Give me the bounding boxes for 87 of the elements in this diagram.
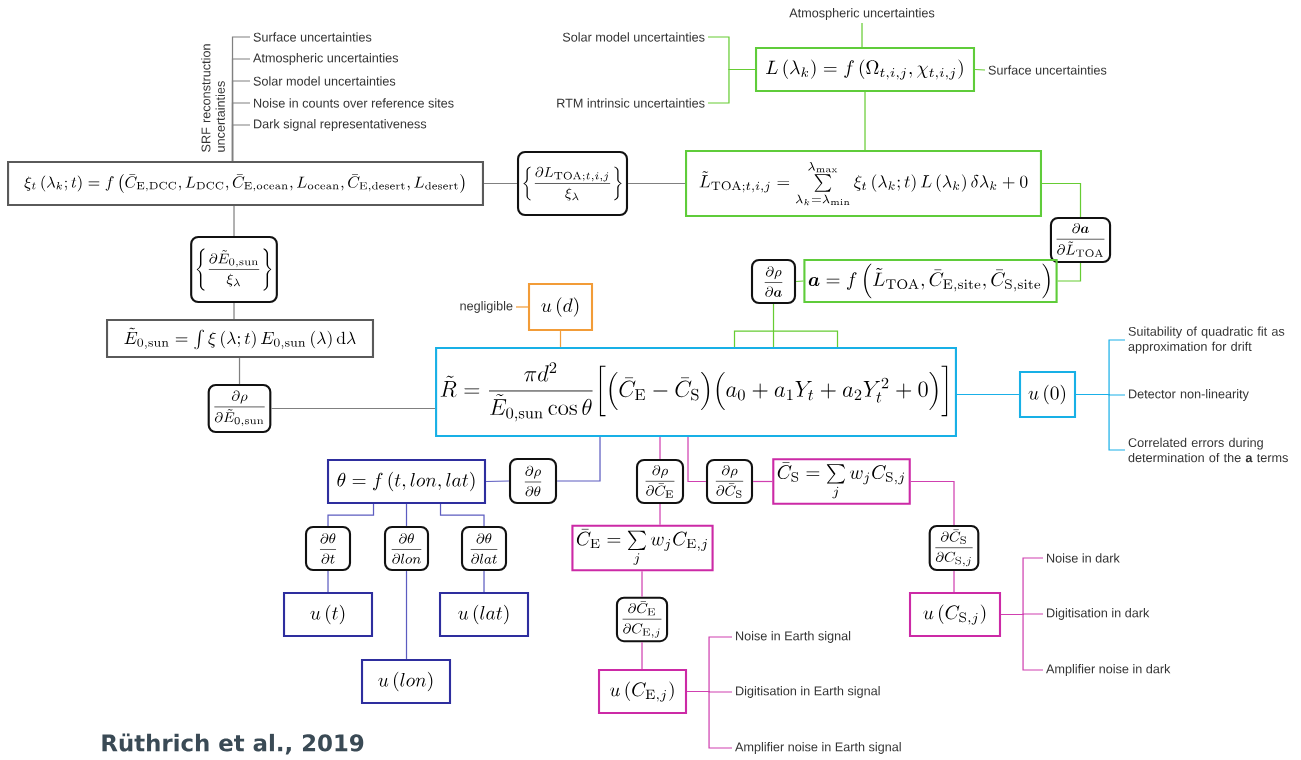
- connector-line: [485, 480, 510, 483]
- equation-box: $\theta=f\left(t,lon,lat\right)$: [326, 458, 487, 505]
- connector-line: [238, 357, 241, 385]
- source-text: negligible: [460, 301, 513, 313]
- source-text: Solar model uncertainties: [253, 76, 396, 86]
- derivative-box: $\dfrac{\partial\rho}{\partial\bar{C}_{\mathrm{S}}}$: [705, 458, 754, 505]
- equation-box: $u\left(lon\right)$: [360, 658, 452, 705]
- connector-line: [627, 182, 686, 185]
- connector-line: [687, 436, 707, 483]
- connector-line: [707, 68, 756, 104]
- connector-line: [641, 570, 643, 598]
- connector-line: [439, 503, 485, 527]
- equation-box: $\tilde{E}_{0,\mathrm{sun}}=\int\xi\left(\lambda;t\right)E_{0,\mathrm{sun}}\left(\lambda\right)\mathrm{d}\lambda$: [105, 318, 375, 359]
- connector-line: [405, 503, 408, 527]
- connector-line: [327, 503, 375, 527]
- equation-box: $\xi_t\left(\lambda_k;t\right)=f\left(\bar{C}_{\mathrm{E,DCC}},L_{\mathrm{DCC}},\bar{C}_{\mathrm{E,ocean}},L_{\mathrm{ocean}},\bar{C}_{\mathrm{E,desert}},L_{\mathrm{desert}}\right)$: [7, 160, 485, 207]
- connector-line: [1041, 182, 1082, 218]
- equation-box: $u\left(C_{\mathrm{E},j}\right)$: [597, 668, 688, 715]
- connector-line: [1057, 262, 1082, 282]
- source-text: Noise in dark: [1047, 553, 1120, 563]
- connector-line: [233, 302, 235, 320]
- connector-line: [231, 124, 251, 162]
- equation-box: $u\left(lat\right)$: [438, 591, 530, 638]
- connector-line: [956, 393, 1020, 396]
- connector-line: [659, 436, 661, 460]
- derivative-box: $\left\{\dfrac{\partial L_{\mathrm{TOA};t,i,j}}{\xi_\lambda}\right\}$: [516, 150, 629, 217]
- connector-line: [1075, 393, 1126, 451]
- connector-line: [910, 480, 955, 526]
- bracket-label: SRF reconstruction uncertainties: [201, 44, 225, 152]
- source-text: Digitisation in Earth signal: [736, 686, 880, 698]
- source-text: Surface uncertainties: [253, 32, 372, 42]
- equation-box: $u\left(C_{\mathrm{S},j}\right)$: [908, 591, 1002, 638]
- connector-line: [795, 280, 804, 283]
- connector-line: [733, 303, 839, 348]
- connector-line: [233, 205, 235, 237]
- source-text: Dark signal representativeness: [254, 119, 427, 131]
- source-text: Solar model uncertainties: [562, 32, 705, 42]
- equation-box: $u\left(0\right)$: [1018, 370, 1077, 419]
- equation-box: $L\left(\lambda_k\right)=f\left(\Omega_{t,i,j},\chi_{t,i,j}\right)$: [754, 46, 976, 93]
- connector-line: [270, 407, 436, 410]
- source-text: Noise in counts over reference sites: [254, 98, 454, 108]
- derivative-box: $\dfrac{\partial\theta}{\partial lon}$: [383, 525, 430, 572]
- connector-line: [405, 570, 408, 660]
- equation-box: $\boldsymbol{a}=f\left(\tilde{L}_{\mathrm{TOA}},\bar{C}_{\mathrm{E,site}},\bar{C}_{\mathrm{S,site}}\right)$: [803, 258, 1058, 304]
- source-text: Suitability of quadratic fit as approximation for drift: [1128, 326, 1285, 354]
- source-text: RTM intrinsic uncertainties: [557, 98, 705, 108]
- derivative-box: $\dfrac{\partial\rho}{\partial\bar{C}_{\mathrm{E}}}$: [635, 458, 685, 505]
- connector-line: [1000, 613, 1044, 671]
- source-text: Noise in Earth signal: [736, 631, 851, 643]
- connector-line: [483, 570, 485, 593]
- equation-box: $u\left(t\right)$: [282, 591, 374, 638]
- derivative-box: $\dfrac{\partial\rho}{\partial\tilde{E}_{0,\mathrm{sun}}}$: [207, 383, 272, 434]
- connector-line: [559, 330, 562, 348]
- connector-line: [641, 641, 643, 670]
- source-text: Detector non-linearity: [1129, 389, 1249, 401]
- derivative-box: $\dfrac{\partial\theta}{\partial t}$: [304, 525, 352, 572]
- equation-box: $\bar{C}_{\mathrm{S}}=\sum\limits_j w_jC_{\mathrm{S},j}$: [772, 458, 911, 505]
- connector-line: [686, 690, 733, 749]
- derivative-box: $\dfrac{\partial\rho}{\partial\boldsymbol{a}}$: [750, 258, 797, 305]
- derivative-box: $\dfrac{\partial\bar{C}_{\mathrm{E}}}{\partial C_{\mathrm{E},j}}$: [615, 596, 669, 643]
- derivative-box: $\dfrac{\partial\bar{C}_{\mathrm{S}}}{\partial C_{\mathrm{S},j}}$: [928, 524, 980, 572]
- connector-line: [953, 570, 955, 593]
- citation-text: Rüthrich et al., 2019: [102, 733, 364, 755]
- source-text: Amplifier noise in Earth signal: [735, 742, 901, 754]
- connector-line: [864, 91, 866, 151]
- source-text: Surface uncertainties: [988, 65, 1107, 75]
- connector-line: [752, 480, 773, 483]
- connector-line: [327, 570, 329, 593]
- connector-line: [483, 182, 518, 185]
- source-text: Atmospheric uncertainties: [253, 53, 399, 65]
- equation-box: $\tilde{R}=\dfrac{\pi d^2}{\tilde{E}_{0,\mathrm{sun}}\cos\theta}\biggl[\Bigl(\bar{C}_{\mathrm{E}}-\bar{C}_{\mathrm{S}}\Bigr)\Bigl(a_0+a_1Y_t+a_2Y_t^2+0\Bigr)\biggr]$: [435, 346, 957, 438]
- source-text: Atmospheric uncertainties: [789, 8, 935, 20]
- connector-line: [861, 22, 863, 48]
- derivative-box: $\dfrac{\partial\rho}{\partial\theta}$: [508, 457, 558, 505]
- connector-line: [556, 436, 601, 482]
- equation-box: $\tilde{L}_{\mathrm{TOA};t,i,j}=\sum\limits_{\lambda_k=\lambda_{\min}}^{\lambda_{\max}}\xi_t\left(\lambda_k;t\right)L\left(\lambda_k\right)\delta\lambda_k+0$: [685, 149, 1043, 218]
- connector-line: [515, 306, 529, 308]
- source-text: Correlated errors during determination of the a terms: [1128, 437, 1288, 463]
- connector-line: [659, 503, 661, 526]
- equation-box: $\bar{C}_{\mathrm{E}}=\sum\limits_j w_jC_{\mathrm{E},j}$: [571, 524, 714, 572]
- derivative-box: $\dfrac{\partial\boldsymbol{a}}{\partial\tilde{L}_{\mathrm{TOA}}}$: [1049, 216, 1112, 264]
- equation-box: $u\left(d\right)$: [527, 282, 594, 332]
- source-text: Digitisation in dark: [1047, 608, 1150, 620]
- derivative-box: $\left\{\dfrac{\partial\tilde{E}_{0,\mathrm{sun}}}{\xi_\lambda}\right\}$: [190, 235, 278, 304]
- source-text: Amplifier noise in dark: [1046, 664, 1171, 676]
- derivative-box: $\dfrac{\partial\theta}{\partial lat}$: [460, 525, 508, 572]
- connector-line: [974, 68, 986, 71]
